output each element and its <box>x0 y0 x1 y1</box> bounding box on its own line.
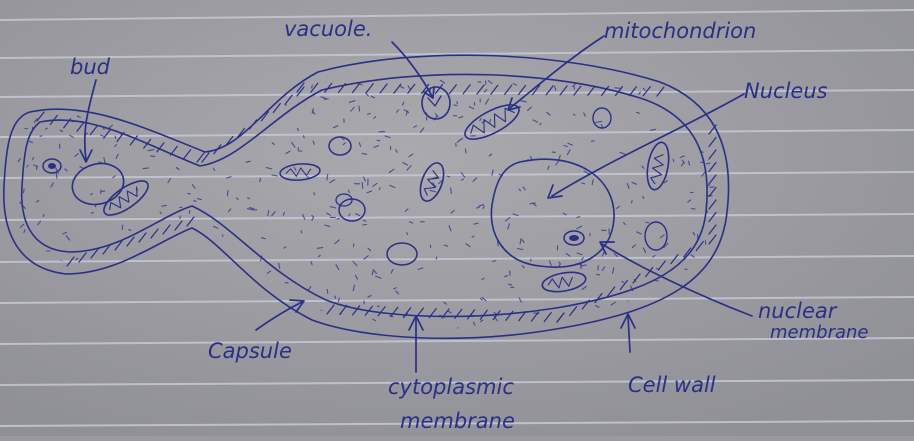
label-cytoplasmic-1: cytoplasmic <box>388 375 514 399</box>
label-vacuole: vacuole. <box>284 17 372 41</box>
label-cytoplasmic-2: membrane <box>400 409 515 433</box>
label-nucleus: Nucleus <box>744 79 828 103</box>
label-bud: bud <box>70 55 111 79</box>
label-mitochondrion: mitochondrion <box>604 19 756 43</box>
label-nuclear-membrane-1: nuclear <box>758 299 838 323</box>
label-capsule: Capsule <box>208 339 292 363</box>
label-nuclear-membrane-2: membrane <box>770 322 868 343</box>
label-cell-wall: Cell wall <box>628 373 716 397</box>
